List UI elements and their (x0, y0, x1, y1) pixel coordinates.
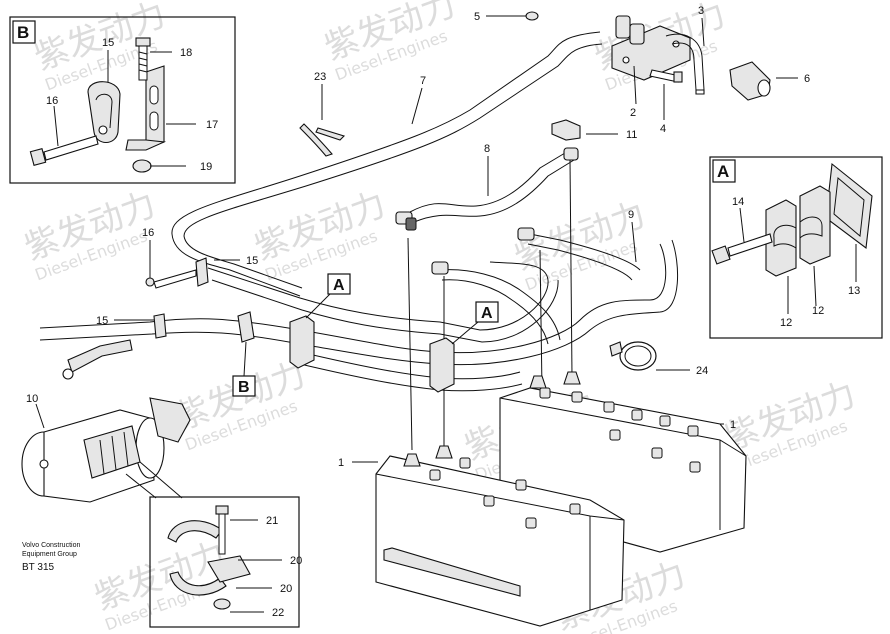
label-12: 12 (812, 305, 824, 317)
drawing-reference: Volvo Construction Equipment Group BT 31… (22, 542, 80, 573)
label-22: 22 (272, 607, 284, 619)
clamp-half (765, 199, 797, 277)
clamp-half (169, 571, 227, 596)
bolt (649, 69, 683, 83)
bolt (145, 277, 155, 287)
label-15: 15 (96, 315, 108, 327)
label-2: 2 (630, 107, 636, 119)
reference-code: BT 315 (22, 562, 54, 573)
washer (525, 11, 539, 21)
harness-clamp (289, 315, 455, 393)
inset-b: B 15 16 18 17 19 (9, 16, 236, 184)
reference-line-1: Volvo Construction (22, 542, 80, 549)
cable-connector (729, 61, 771, 101)
cable-terminal (395, 147, 579, 275)
battery-main-switch (611, 15, 705, 95)
label-16: 16 (142, 227, 154, 239)
label-14: 14 (732, 196, 744, 208)
label-13: 13 (848, 285, 860, 297)
cable-tie (299, 123, 346, 157)
label-10: 10 (26, 393, 38, 405)
label-4: 4 (660, 123, 666, 135)
label-18: 18 (180, 47, 192, 59)
inset-detail: 21 20 20 22 (125, 461, 302, 628)
cable-clip (551, 119, 581, 141)
label-20: 20 (290, 555, 302, 567)
label-11: 11 (626, 129, 637, 141)
bolt (135, 37, 151, 81)
clamp-half (799, 185, 831, 265)
inset-a: A 14 12 12 13 (709, 156, 883, 339)
callout-a: A (305, 273, 351, 319)
label-6: 6 (804, 73, 810, 85)
label-17: 17 (206, 119, 218, 131)
callout-a-letter: A (481, 305, 493, 322)
bolt (29, 135, 99, 166)
starter-motor (21, 397, 191, 503)
harness-clip (153, 257, 255, 343)
label-12: 12 (780, 317, 792, 329)
label-9: 9 (628, 209, 634, 221)
part-labels: 5 3 6 2 4 7 11 8 9 23 16 15 15 24 1 1 10 (26, 5, 810, 469)
callout-b-letter: B (238, 379, 250, 396)
label-19: 19 (200, 161, 212, 173)
label-16: 16 (46, 95, 58, 107)
callout-a-letter: A (333, 277, 345, 294)
inset-a-letter: A (717, 162, 729, 181)
label-8: 8 (484, 143, 490, 155)
bolt (711, 233, 773, 265)
cable-lug (62, 339, 133, 380)
hose-clamp (87, 81, 121, 144)
label-5: 5 (474, 11, 480, 23)
label-23: 23 (314, 71, 326, 83)
label-3: 3 (698, 5, 704, 17)
label-1: 1 (338, 457, 344, 469)
reference-line-2: Equipment Group (22, 551, 77, 558)
label-21: 21 (266, 515, 278, 527)
label-7: 7 (420, 75, 426, 87)
callout-b: B (232, 341, 256, 397)
inset-b-letter: B (17, 23, 29, 42)
label-1: 1 (730, 419, 736, 431)
label-15: 15 (102, 37, 114, 49)
label-15: 15 (246, 255, 258, 267)
cable-ring (609, 341, 657, 371)
mounting-plate (825, 162, 873, 250)
bolt (215, 505, 229, 555)
label-24: 24 (696, 365, 708, 377)
bracket (145, 65, 165, 149)
callout-a: A (451, 301, 499, 345)
label-20: 20 (280, 583, 292, 595)
battery (375, 445, 625, 627)
